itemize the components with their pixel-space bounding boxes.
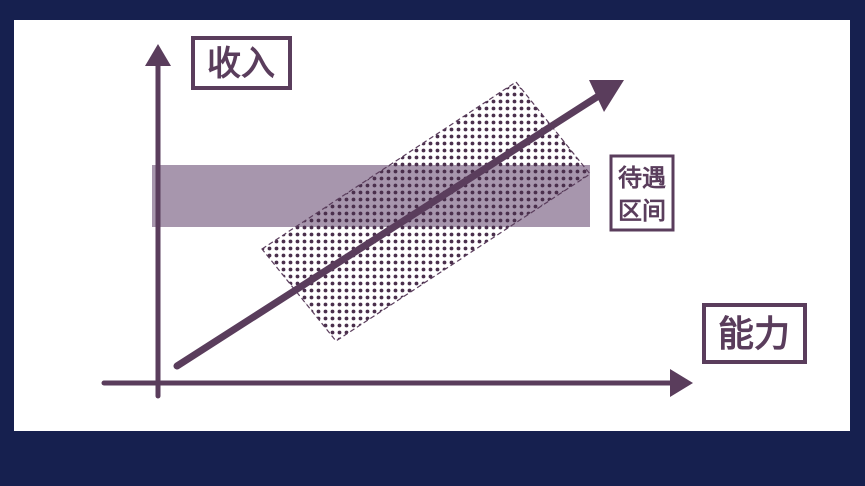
y-axis-label-box bbox=[191, 36, 292, 90]
y-axis-label: 收入 bbox=[207, 44, 275, 84]
band-label-line1: 待遇 bbox=[618, 164, 666, 192]
x-axis-arrowhead-icon bbox=[670, 369, 693, 397]
x-axis-label-box bbox=[702, 303, 807, 364]
dotted-region bbox=[261, 81, 591, 342]
trend-arrow-line bbox=[173, 91, 604, 370]
x-axis-label: 能力 bbox=[718, 314, 790, 355]
band-label-line2: 区间 bbox=[618, 197, 666, 225]
trend-arrowhead-icon bbox=[589, 80, 624, 112]
band-label-box bbox=[609, 154, 675, 232]
y-axis-arrowhead-icon bbox=[145, 44, 171, 66]
